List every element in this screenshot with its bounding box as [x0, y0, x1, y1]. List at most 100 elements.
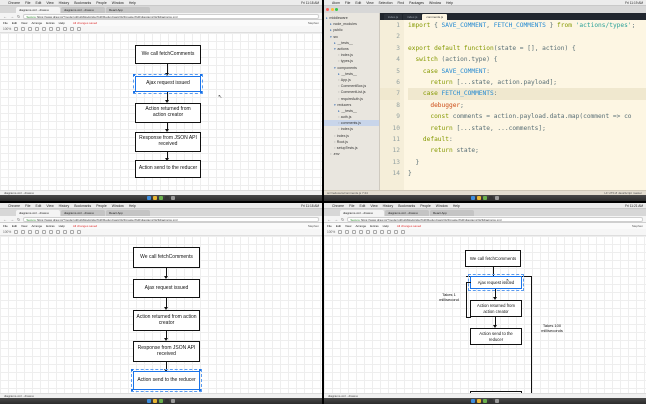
zoom-window-icon[interactable] [335, 8, 338, 11]
tree-item[interactable]: ▫setupTests.js [324, 145, 379, 151]
diagram-box-ajax[interactable]: Ajax request issued [133, 279, 200, 298]
drawio-menu-edit[interactable]: Edit [335, 224, 342, 228]
zoom-in-icon[interactable] [338, 230, 343, 234]
menu-people[interactable]: People [420, 203, 431, 208]
diagram-box-response[interactable]: Response from JSON API received [135, 132, 201, 152]
menu-bookmarks[interactable]: Bookmarks [74, 0, 92, 5]
resize-handle[interactable] [131, 389, 133, 391]
line-color-icon[interactable] [56, 230, 61, 234]
menu-file[interactable]: File [25, 203, 31, 208]
drawio-menu-arrange[interactable]: Arrange [355, 224, 367, 228]
tree-item[interactable]: ▫comments.js [324, 120, 379, 127]
zoom-level[interactable]: 100% [3, 230, 12, 234]
code-line[interactable]: return state; [430, 147, 479, 155]
code-line[interactable]: } [408, 158, 420, 166]
terminal-icon[interactable] [165, 196, 169, 200]
resize-handle[interactable] [133, 74, 135, 76]
note-one-ms[interactable]: Takes 1 millisecond [439, 292, 459, 302]
diagram-box-action[interactable]: Action returned from action creator [133, 310, 200, 331]
zoom-out-icon[interactable] [345, 230, 350, 234]
drawio-menu-file[interactable]: File [327, 224, 332, 228]
browser-tab[interactable]: diagrams.xml - draw.io [16, 7, 60, 13]
diagram-box-action[interactable]: Action returned from action creator [470, 300, 522, 317]
code-line[interactable]: const comments = action.payload.data.map… [430, 113, 632, 121]
diagram-box-reducer[interactable]: Action send to the reducer [131, 369, 202, 392]
tree-item[interactable]: ▸__tests__ [324, 40, 379, 46]
drawio-menu-extras[interactable]: Extras [370, 224, 379, 228]
finder-icon[interactable] [471, 196, 475, 200]
waypoints-icon[interactable] [70, 27, 75, 31]
drawio-menu-file[interactable]: File [3, 224, 8, 228]
atom-icon[interactable] [159, 196, 163, 200]
reload-icon[interactable]: ↻ [17, 13, 21, 19]
code-line[interactable]: case SAVE_COMMENT: [422, 67, 490, 75]
menu-help[interactable]: Help [446, 0, 454, 5]
diagram-box-fetch[interactable]: We call fetchComments [135, 45, 201, 64]
redo-icon[interactable] [359, 230, 364, 234]
menu-file[interactable]: File [25, 0, 31, 5]
url-input[interactable]: Secure https://www.draw.io/?mode=github#… [23, 13, 319, 19]
browser-tab[interactable]: diagrams.xml - draw.io [16, 210, 60, 216]
close-window-icon[interactable] [326, 8, 329, 11]
editor-tab[interactable]: index.js [384, 14, 403, 20]
menu-view[interactable]: View [46, 203, 54, 208]
diagram-canvas[interactable]: We call fetchComments Ajax request issue… [0, 33, 322, 190]
forward-icon[interactable]: → [10, 216, 14, 222]
resize-handle[interactable] [199, 369, 201, 371]
diagram-box-fetch[interactable]: We call fetchComments [133, 247, 200, 268]
tree-item[interactable]: ▾src [324, 34, 379, 40]
undo-icon[interactable] [28, 27, 33, 31]
drawio-menu-view[interactable]: View [345, 224, 352, 228]
waypoints-icon[interactable] [394, 230, 399, 234]
chrome-icon[interactable] [153, 399, 157, 403]
terminal-icon[interactable] [489, 196, 493, 200]
atom-icon[interactable] [159, 399, 163, 403]
resize-handle[interactable] [200, 74, 202, 76]
diagram-box-fetch[interactable]: We call fetchComments [465, 250, 521, 267]
tree-item[interactable]: ▸middleware [324, 15, 379, 21]
tree-item[interactable]: ▫auth.js [324, 114, 379, 120]
fill-color-icon[interactable] [373, 230, 378, 234]
finder-icon[interactable] [147, 196, 151, 200]
tree-item[interactable]: ▾actions [324, 46, 379, 52]
drawio-menu-view[interactable]: View [21, 224, 28, 228]
finder-icon[interactable] [471, 399, 475, 403]
menu-help[interactable]: Help [128, 203, 136, 208]
code-line[interactable]: debugger; [430, 101, 464, 109]
zoom-in-icon[interactable] [14, 27, 19, 31]
code-line[interactable]: return [...state, action.payload]; [430, 78, 558, 86]
code-line[interactable]: switch (action.type) { [415, 56, 498, 64]
menu-people[interactable]: People [96, 203, 107, 208]
diagram-box-response[interactable]: Response from JSON API received [133, 341, 200, 362]
redo-icon[interactable] [35, 27, 40, 31]
code-lines[interactable]: import { SAVE_COMMENT, FETCH_COMMENTS } … [408, 20, 646, 179]
url-input[interactable]: Secure https://www.draw.io/?mode=github#… [23, 216, 319, 222]
editor-tab[interactable]: index.js [403, 14, 422, 20]
menu-edit[interactable]: Edit [359, 203, 366, 208]
menu-history[interactable]: History [382, 203, 394, 208]
menu-window[interactable]: Window [435, 203, 448, 208]
diagram-box-reducer[interactable]: Action send to the reducer [135, 160, 201, 178]
tree-item[interactable]: ▫CommentList.js [324, 89, 379, 95]
drawio-menu-view[interactable]: View [21, 21, 28, 25]
note-hundred-ms[interactable]: Takes 100 milliseconds [541, 323, 563, 333]
code-line[interactable] [408, 31, 646, 42]
back-icon[interactable]: ← [3, 13, 7, 19]
code-line[interactable]: export default function(state = [], acti… [408, 44, 576, 52]
menu-window[interactable]: Window [111, 0, 124, 5]
menu-history[interactable]: History [58, 203, 70, 208]
drawio-menu-help[interactable]: Help [58, 21, 65, 25]
drawio-menu-extras[interactable]: Extras [46, 21, 55, 25]
zoom-out-icon[interactable] [21, 27, 26, 31]
line-color-icon[interactable] [56, 27, 61, 31]
line-color-icon[interactable] [380, 230, 385, 234]
menu-view[interactable]: View [366, 0, 374, 5]
tree-item[interactable]: ▫CommentBox.js [324, 83, 379, 89]
diagram-box-ajax[interactable]: Ajax request issued [133, 74, 203, 94]
tree-item[interactable]: ▸__tests__ [324, 71, 379, 77]
zoom-in-icon[interactable] [14, 230, 19, 234]
resize-handle[interactable] [133, 91, 135, 93]
undo-icon[interactable] [352, 230, 357, 234]
browser-tab[interactable]: diagrams.xml - draw.io [61, 7, 105, 13]
